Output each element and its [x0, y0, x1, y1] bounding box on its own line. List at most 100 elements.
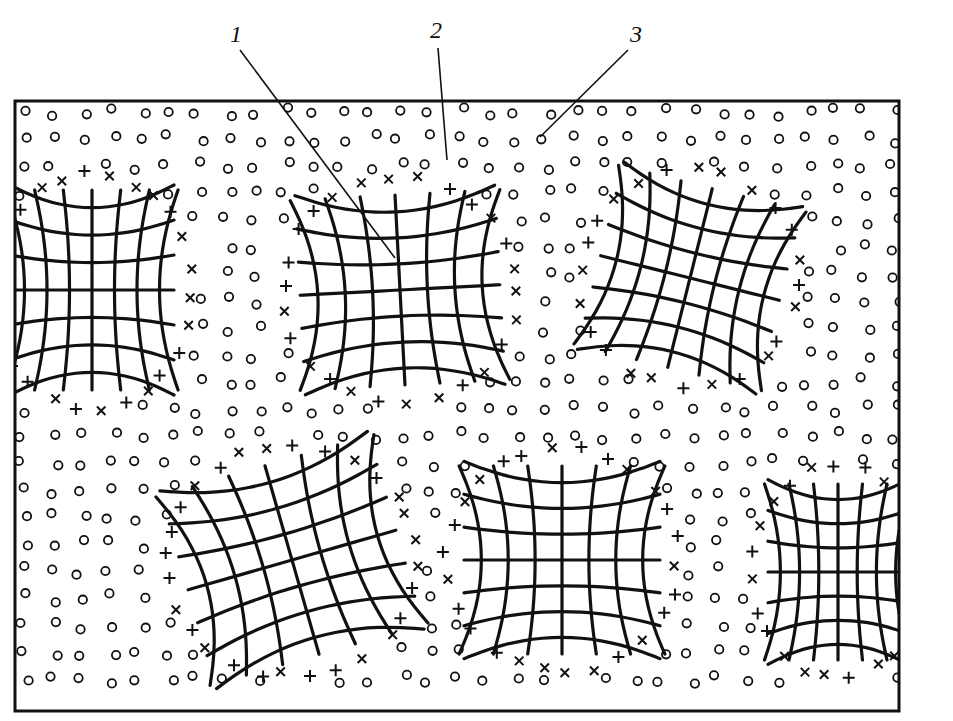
- amorphous-particle: [516, 433, 524, 441]
- amorphous-particle: [250, 273, 258, 281]
- amorphous-particle: [428, 647, 436, 655]
- cross-mark: [457, 379, 469, 391]
- amorphous-particle: [518, 217, 526, 225]
- amorphous-particle: [17, 647, 25, 655]
- amorphous-particle: [687, 137, 695, 145]
- amorphous-particle: [247, 246, 255, 254]
- cross-mark: [22, 376, 34, 388]
- lattice-line: [422, 193, 439, 383]
- amorphous-particle: [658, 132, 666, 140]
- lattice-line: [15, 220, 174, 235]
- specimen-frame: [15, 101, 899, 711]
- amorphous-particle: [223, 352, 231, 360]
- cross-mark: [898, 496, 899, 508]
- amorphous-particle: [420, 160, 428, 168]
- amorphous-particle: [455, 645, 463, 653]
- amorphous-particle: [891, 188, 899, 196]
- amorphous-particle: [740, 408, 748, 416]
- amorphous-particle: [769, 402, 777, 410]
- cross-mark: [449, 519, 461, 531]
- lattice-line: [265, 466, 319, 654]
- amorphous-particle: [540, 676, 548, 684]
- amorphous-particle: [107, 104, 115, 112]
- amorphous-particle: [285, 137, 293, 145]
- amorphous-particle: [746, 624, 754, 632]
- amorphous-particle: [280, 214, 288, 222]
- amorphous-particle: [662, 104, 670, 112]
- lattice-line: [90, 190, 93, 390]
- cross-mark: [453, 603, 465, 615]
- amorphous-particle: [741, 488, 749, 496]
- amorphous-particle: [860, 298, 868, 306]
- amorphous-particle: [684, 571, 692, 579]
- cross-mark: [574, 262, 591, 279]
- cross-mark: [506, 260, 523, 277]
- amorphous-particle: [710, 671, 718, 679]
- cross-mark: [556, 664, 573, 681]
- amorphous-particle: [138, 135, 146, 143]
- amorphous-particle: [574, 106, 582, 114]
- amorphous-particle: [457, 427, 465, 435]
- amorphous-particle: [163, 652, 171, 660]
- amorphous-particle: [862, 192, 870, 200]
- cross-mark: [661, 164, 673, 176]
- amorphous-particle: [598, 436, 606, 444]
- cross-mark: [886, 647, 899, 664]
- cross-mark: [743, 182, 760, 199]
- amorphous-particle: [403, 671, 411, 679]
- amorphous-particle: [831, 294, 839, 302]
- lattice-line: [302, 311, 502, 329]
- lattice-line: [210, 608, 424, 689]
- amorphous-particle: [51, 542, 59, 550]
- amorphous-particle: [191, 456, 199, 464]
- amorphous-particle: [363, 678, 371, 686]
- amorphous-particle: [340, 107, 348, 115]
- amorphous-particle: [48, 565, 56, 573]
- amorphous-particle: [139, 485, 147, 493]
- amorphous-particle: [515, 163, 523, 171]
- cross-mark: [585, 326, 597, 338]
- cross-mark: [15, 204, 26, 216]
- amorphous-particle: [632, 435, 640, 443]
- cross-mark: [391, 489, 408, 506]
- amorphous-particle: [307, 109, 315, 117]
- cross-mark: [128, 179, 145, 196]
- amorphous-particle: [131, 517, 139, 525]
- cross-mark: [230, 444, 247, 461]
- cross-mark: [53, 173, 70, 190]
- cross-mark: [669, 589, 681, 601]
- cross-mark: [786, 224, 798, 236]
- callout-number: 1: [228, 22, 244, 46]
- lattice-line: [768, 480, 899, 500]
- amorphous-particle: [426, 592, 434, 600]
- amorphous-particle: [430, 463, 438, 471]
- amorphous-particle: [567, 184, 575, 192]
- amorphous-particle: [808, 212, 816, 220]
- amorphous-particle: [20, 409, 28, 417]
- cross-mark: [575, 441, 587, 453]
- amorphous-particle: [740, 163, 748, 171]
- amorphous-particle: [856, 164, 864, 172]
- amorphous-particle: [686, 515, 694, 523]
- amorphous-particle: [334, 405, 342, 413]
- amorphous-particle: [479, 434, 487, 442]
- amorphous-particle: [829, 136, 837, 144]
- amorphous-particle: [570, 131, 578, 139]
- amorphous-particle: [139, 401, 147, 409]
- callout-number: 2: [428, 18, 444, 42]
- lattice-line: [15, 317, 174, 325]
- amorphous-particle: [541, 213, 549, 221]
- cross-mark: [744, 570, 761, 587]
- amorphous-particle: [461, 462, 469, 470]
- amorphous-particle: [24, 541, 32, 549]
- lattice-line: [464, 637, 660, 658]
- amorphous-particle: [661, 430, 669, 438]
- amorphous-particle: [398, 457, 406, 465]
- amorphous-particle: [774, 113, 782, 121]
- amorphous-particle: [863, 435, 871, 443]
- amorphous-particle: [20, 483, 28, 491]
- amorphous-particle: [162, 130, 170, 138]
- amorphous-particle: [228, 381, 236, 389]
- amorphous-particle: [859, 455, 867, 463]
- amorphous-particle: [831, 409, 839, 417]
